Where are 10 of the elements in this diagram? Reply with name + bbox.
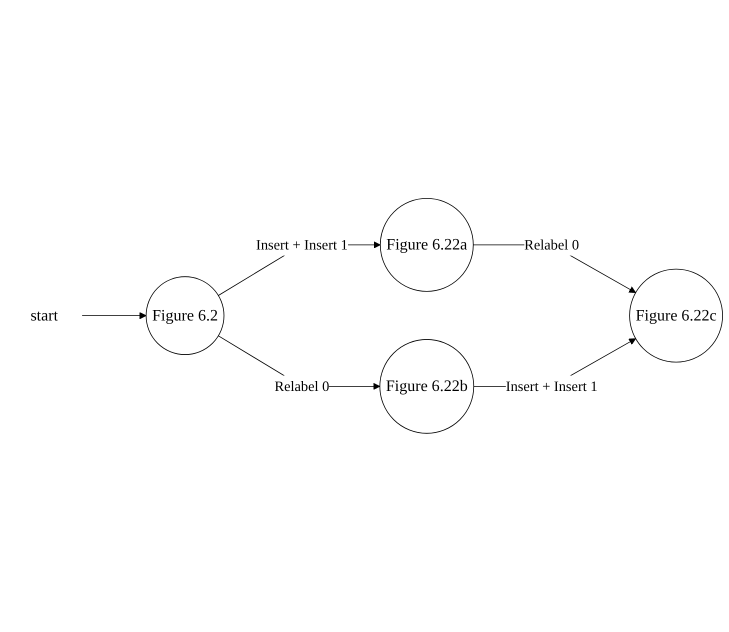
edge-label: Relabel 0 [274,378,330,394]
edge-label: Insert + Insert 1 [256,236,348,253]
edge-label: Relabel 0 [524,236,580,253]
node-circle: Figure 6.2 [146,276,224,356]
node-circle: Figure 6.22a [380,198,474,292]
edge-label: Insert + Insert 1 [506,378,598,394]
node-circle: Figure 6.22c [629,268,723,363]
node-circle: Figure 6.22b [379,339,474,434]
node-text: start [30,306,58,325]
arrow [82,312,146,320]
